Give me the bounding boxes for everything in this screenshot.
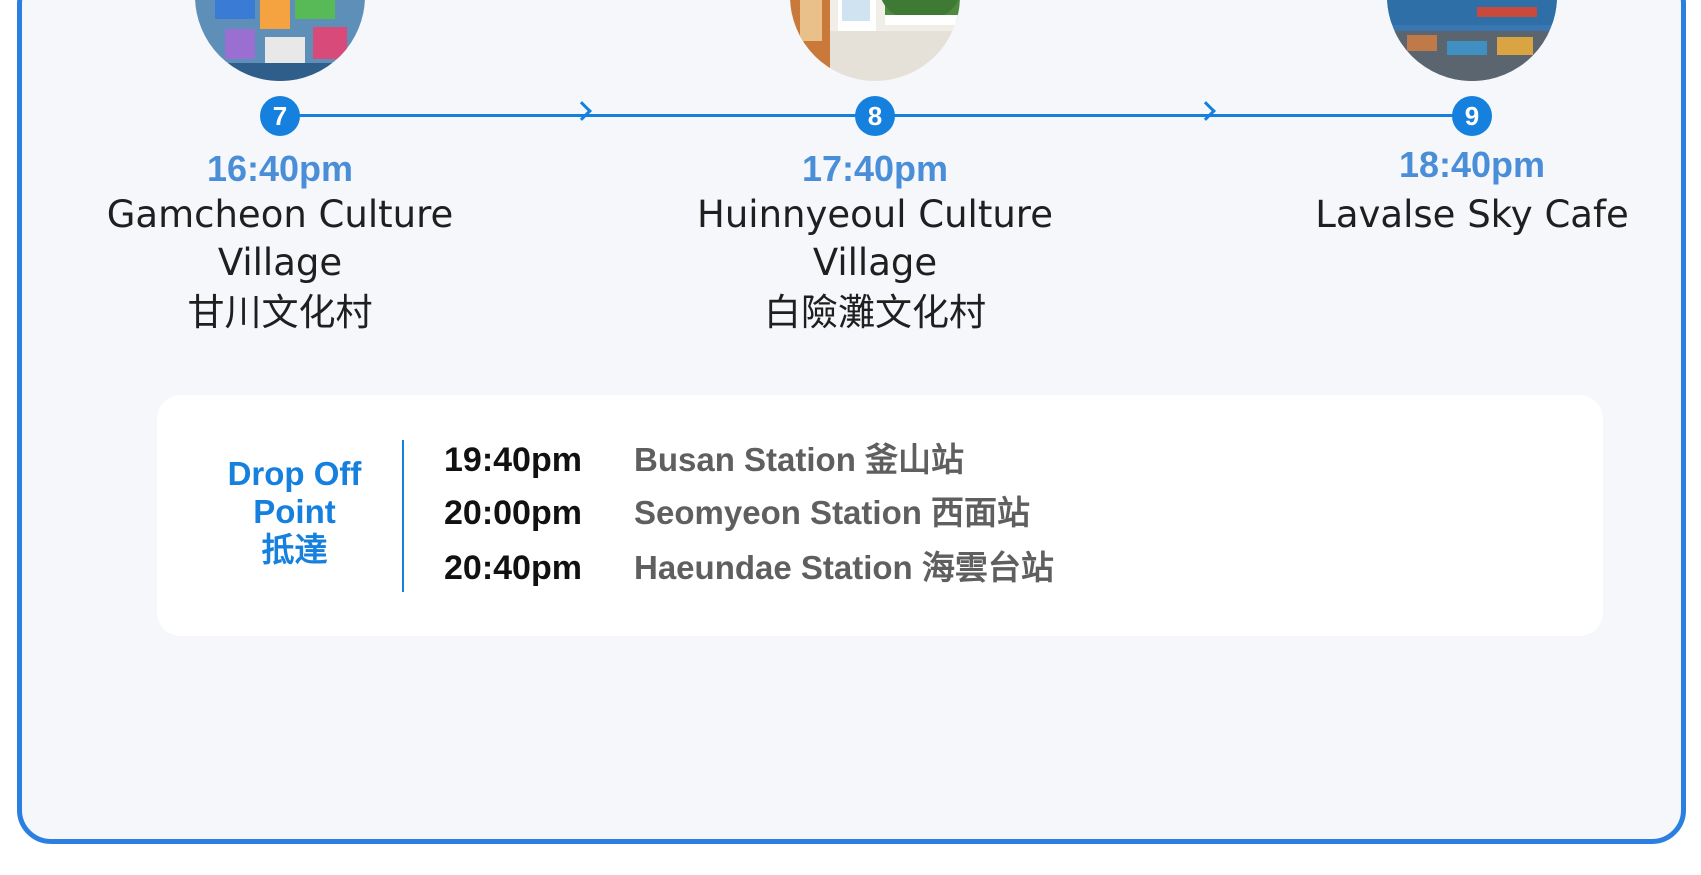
- harbor-photo: [1387, 0, 1557, 81]
- drop-off-label: Drop Off Point 抵達: [212, 455, 377, 569]
- stop-name-line: Village: [812, 241, 938, 284]
- drop-off-station: Seomyeon Station 西面站: [634, 494, 1031, 531]
- stop-time: 18:40pm: [1398, 144, 1546, 185]
- drop-off-time: 19:40pm: [444, 441, 582, 479]
- stop-name: Gamcheon Culture Village 甘川文化村: [22, 191, 580, 339]
- drop-off-time: 20:00pm: [444, 494, 582, 532]
- divider: [402, 440, 404, 592]
- drop-off-card: Drop Off Point 抵達 19:40pm Busan Station …: [157, 395, 1603, 636]
- drop-off-station: Haeundae Station 海雲台站: [634, 549, 1054, 586]
- arrow-right-icon: [1196, 101, 1216, 121]
- stop-name-chinese: 甘川文化村: [187, 291, 373, 334]
- stop-name-line: Village: [217, 241, 343, 284]
- drop-off-time: 20:40pm: [444, 549, 582, 587]
- stop-name: Huinnyeoul Culture Village 白險灘文化村: [575, 191, 1175, 339]
- drop-off-label-line: Point: [253, 493, 336, 530]
- seaside-house-photo: [790, 0, 960, 81]
- stop-name-line: Huinnyeoul Culture: [697, 193, 1053, 236]
- stop-name-line: Gamcheon Culture: [106, 193, 454, 236]
- stop-name-line: Lavalse Sky Cafe: [1315, 193, 1629, 236]
- itinerary-panel: 7 16:40pm Gamcheon Culture Village 甘川文化村: [17, 0, 1686, 844]
- stop-time: 17:40pm: [801, 148, 949, 189]
- drop-off-label-chinese: 抵達: [261, 531, 328, 568]
- stop-time: 16:40pm: [206, 148, 354, 189]
- village-photo: [195, 0, 365, 81]
- stop-number-badge: 9: [1452, 96, 1492, 136]
- arrow-right-icon: [572, 101, 592, 121]
- stop-number-badge: 8: [855, 96, 895, 136]
- stop-name: Lavalse Sky Cafe: [1172, 191, 1681, 239]
- drop-off-station: Busan Station 釜山站: [634, 441, 965, 478]
- stop-name-chinese: 白險灘文化村: [764, 291, 986, 334]
- drop-off-label-line: Drop Off: [227, 455, 362, 492]
- stop-number-badge: 7: [260, 96, 300, 136]
